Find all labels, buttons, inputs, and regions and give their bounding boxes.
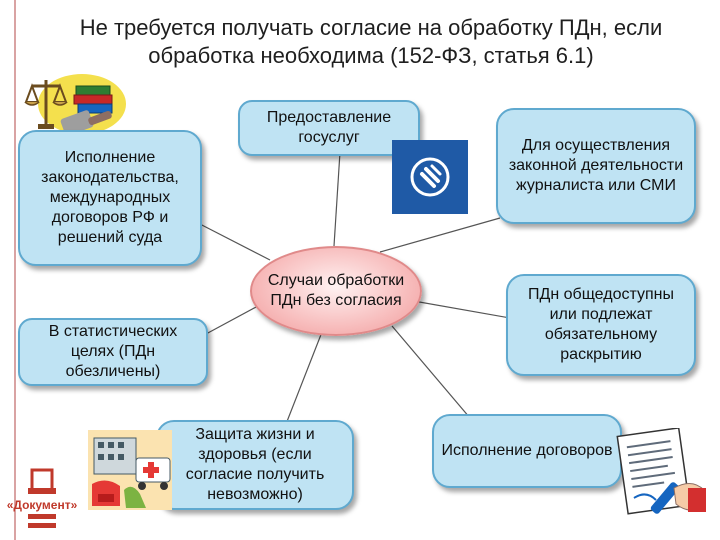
slide-title: Не требуется получать согласие на обрабо…: [79, 15, 663, 68]
line-to-statistics: [205, 305, 259, 335]
line-to-law: [195, 221, 271, 261]
line-to-gosuslugi: [333, 151, 341, 247]
line-to-public: [407, 299, 511, 319]
left-border-line: [14, 0, 16, 540]
line-to-journalist: [379, 217, 501, 253]
box-contracts: Исполнение договоров: [432, 414, 622, 488]
line-to-life: [285, 331, 323, 425]
contract-icon: [616, 428, 706, 515]
box-public: ПДн общедоступны или подлежат обязательн…: [506, 274, 696, 376]
hospital-icon: [88, 430, 172, 510]
box-statistics: В статистических целях (ПДн обезличены): [18, 318, 208, 386]
box-journalist: Для осуществления законной деятельности …: [496, 108, 696, 224]
gosuslugi-icon: [392, 140, 468, 214]
document-logo-icon: [28, 468, 56, 528]
scales-books-icon: [24, 74, 126, 136]
box-life: Защита жизни и здоровья (если согласие п…: [156, 420, 354, 510]
center-label: Случаи обработки ПДн без согласия: [267, 272, 405, 309]
box-law: Исполнение законодательства, международн…: [18, 130, 202, 266]
document-logo-label: «Документ»: [6, 498, 78, 512]
box-gosuslugi: Предоставление госуслуг: [238, 100, 420, 156]
line-to-contracts: [391, 325, 471, 419]
center-ellipse: Случаи обработки ПДн без согласия: [250, 246, 422, 336]
